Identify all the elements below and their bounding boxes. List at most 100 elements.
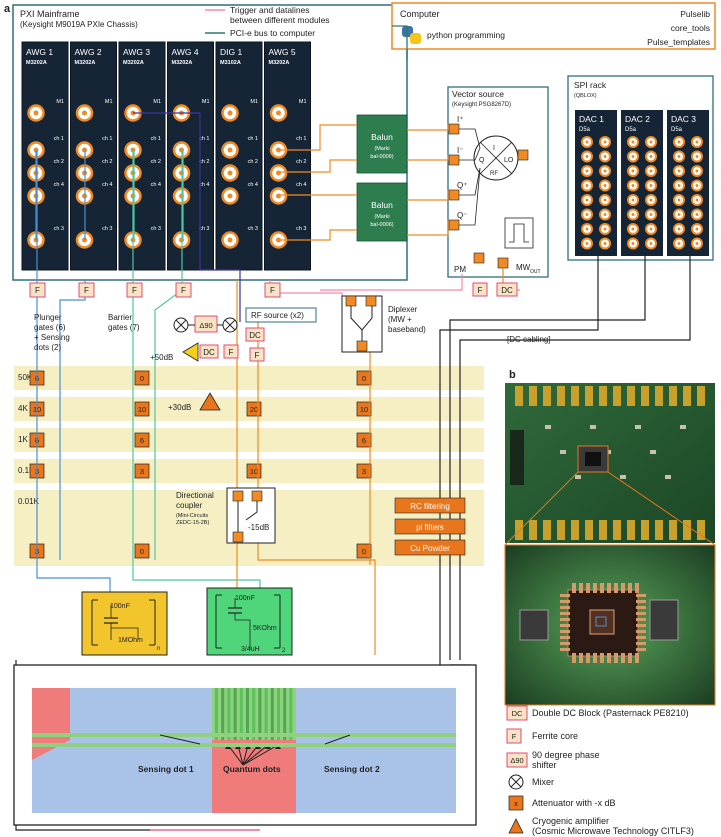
port-label: M1 [105,99,113,105]
dc-cabling-label: [DC cabling] [507,335,551,344]
stage-temp: 1K [18,435,28,444]
balun-2-title: Balun [371,200,393,210]
module-model: M3102A [220,60,241,66]
attenuator-value: 6 [362,436,366,445]
ferrite-text: F [132,286,137,295]
legend-text: Mixer [532,777,554,787]
module-name: AWG 5 [269,47,296,57]
minus15-label: -15dB [248,523,269,532]
attenuator-value: 6 [140,436,144,445]
mixer-rf: RF [490,171,498,177]
attenuator [134,463,150,479]
attenuator-value: 0 [362,547,366,556]
pxi-title: PXI Mainframe [20,9,80,19]
ferrite-text: F [84,286,89,295]
legend-text: Cryogenic amplifier [532,816,609,826]
plus50-label: +50dB [150,353,173,362]
port-label: ch 1 [54,136,64,142]
port-label: ch 3 [296,226,306,232]
ferrite-amp [223,344,239,359]
vector-source-subtitle: (Keysight PSG8267D) [452,102,511,108]
port-label: ch 4 [248,182,258,188]
stage-temp: 0.01K [18,497,40,506]
attenuator-value: 10 [360,405,368,414]
python-label: python programming [427,30,505,40]
port-label: ch 2 [102,159,112,165]
cap1-label: 100nF [110,603,130,610]
attenuator [134,432,150,448]
port-label: ch 1 [296,136,306,142]
diplexer-line-3: baseband) [388,325,426,334]
ferrite-rf-text: F [255,351,260,360]
computer-title: Computer [400,9,440,19]
ferrite-diplexer-text: F [478,286,483,295]
legend-text-2: shifter [532,760,557,770]
module-name: AWG 4 [172,47,199,57]
directional-coupler: -15dB Directional coupler (Mini-Circuits… [176,487,276,544]
module-model: M3202A [269,60,290,66]
sub-2-label: 2 [282,648,286,654]
ferrite-text: F [270,286,275,295]
sensing-dot-2-label: Sensing dot 2 [324,764,380,774]
diplexer-line-1: Diplexer [388,305,418,314]
vs-port [448,189,460,201]
mixer-lo: LO [504,157,514,164]
port-label: ch 4 [151,182,161,188]
plunger-line-2: gates (6) [34,323,66,332]
quantum-dots-label: Quantum dots [223,764,281,774]
legend-symbol-text: F [512,732,517,741]
ferrite-block [29,282,46,298]
legend-text: Double DC Block (Pasternack PE8210) [532,708,689,718]
pi-filters-label: pi filters [416,523,444,532]
pcie-link [392,25,408,60]
plunger-line-3: + Sensing [34,333,70,342]
attenuator [356,543,372,559]
module-name: AWG 3 [123,47,150,57]
port-label: ch 3 [102,226,112,232]
vs-port-label: Q⁻ [457,211,467,220]
attenuator [356,401,372,417]
attenuator [134,543,150,559]
balun-2-sub1: (Marki [374,214,389,220]
computer-item-pulselib: Pulselib [680,9,710,19]
module-model: M3202A [172,60,193,66]
legend-symbol-box [506,705,528,721]
phase-shifter-text: Δ90 [199,321,212,330]
port-label: M1 [56,99,64,105]
stage-temp: 0.1K [18,466,35,475]
trigger-legend-text-2: between different modules [230,15,330,25]
spi-title: SPI rack [574,80,607,90]
dircoupler-line-3: (Mini-Circuits [176,513,208,519]
legend-symbol-text: DC [512,709,523,718]
pcie-legend-text: PCI-e bus to computer [230,28,315,38]
vs-port-label: Q⁺ [457,181,467,190]
dc-block-diplexer [496,282,518,297]
vs-port-label: I⁻ [457,146,463,155]
plunger-line-4: dots (2) [34,343,61,352]
port-label: ch 4 [296,182,306,188]
ferrite-rf [249,347,265,362]
sub-n-label: n [157,646,160,652]
vector-source-ports: I⁺I⁻Q⁺Q⁻ [448,115,481,231]
dc-block-diplexer-text: DC [501,286,513,295]
port-label: ch 1 [151,136,161,142]
dac-name: DAC 1 [579,114,604,124]
mixer-i: I [493,145,495,152]
attenuator [356,432,372,448]
attenuator [356,370,372,386]
legend-item-1: DC Double DC Block (Pasternack PE8210) [506,705,689,721]
balun-1-sub1: (Marki [374,146,389,152]
module-name: DIG 1 [220,47,242,57]
amplifier-50db-icon [182,342,199,362]
